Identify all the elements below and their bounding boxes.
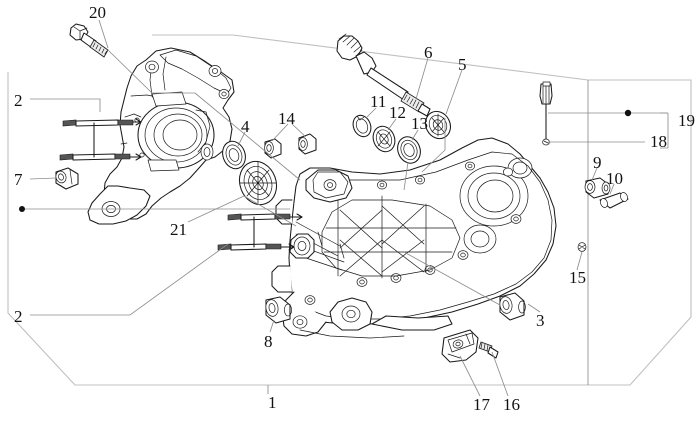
main-crankcase-body — [271, 137, 557, 339]
callout-17: 17 — [473, 395, 490, 414]
oil-seal-part-13 — [397, 136, 421, 164]
bush-part-8 — [265, 296, 292, 324]
callout-11: 11 — [370, 92, 387, 111]
screw-part-16 — [478, 341, 499, 359]
left-crankcase-half — [87, 47, 235, 225]
bracket-part-17 — [441, 329, 479, 363]
leader-lines — [19, 19, 669, 397]
bush-part-7 — [55, 167, 79, 190]
circlip-part-11 — [352, 114, 372, 138]
callout-14: 14 — [278, 109, 295, 128]
hex-bolt-part-20 — [69, 23, 109, 58]
bush-part-9 — [584, 177, 611, 199]
callout-1: 1 — [268, 393, 277, 412]
callout-9: 9 — [593, 153, 602, 172]
dipstick-part-18 — [539, 81, 553, 146]
ball-bearing-part-12 — [372, 125, 396, 153]
stud-bolts-upper-part-2 — [59, 118, 142, 161]
bearing-part-5 — [425, 110, 451, 140]
callout-19: 19 — [678, 111, 695, 130]
callout-13: 13 — [411, 114, 428, 133]
callout-8: 8 — [264, 332, 273, 351]
bush-part-3 — [499, 292, 526, 321]
callout-15: 15 — [569, 268, 586, 287]
callout-6: 6 — [424, 43, 433, 62]
callout-7: 7 — [14, 170, 23, 189]
bearing-part-21 — [238, 160, 278, 206]
callout-12: 12 — [389, 103, 406, 122]
callout-16: 16 — [503, 395, 520, 414]
callout-10: 10 — [606, 169, 623, 188]
stud-bolts-lower-part-2 — [217, 213, 303, 251]
callout-3: 3 — [536, 311, 545, 330]
plug-part-15 — [577, 242, 587, 252]
oil-seal-part-4 — [222, 140, 246, 170]
callout-2-lower: 2 — [14, 307, 23, 326]
gear-shaft-part-6 — [336, 33, 431, 117]
callout-2-upper: 2 — [14, 91, 23, 110]
roller-pin-part-10 — [599, 192, 629, 209]
callout-20: 20 — [89, 3, 106, 22]
callout-4: 4 — [241, 117, 250, 136]
dowel-pin-pair-part-14 — [264, 133, 317, 159]
callout-5: 5 — [458, 55, 467, 74]
callout-18: 18 — [650, 132, 667, 151]
frame-callout-ticks — [267, 80, 589, 394]
callout-21: 21 — [170, 220, 187, 239]
